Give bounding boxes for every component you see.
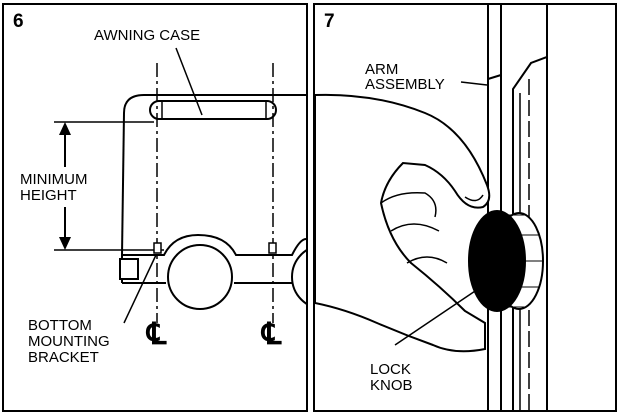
bottom-bracket-leader: [123, 254, 157, 324]
awning-case-label: AWNING CASE: [94, 27, 201, 44]
bottom-bracket-label-line1: BOTTOM: [28, 317, 92, 334]
bottom-bracket-label-line3: BRACKET: [28, 349, 99, 366]
lock-knob-leader: [394, 282, 488, 346]
rv-corner-block: [119, 258, 139, 280]
awning-height-diagram: [54, 47, 306, 324]
dimension-arrow-up: [59, 122, 71, 135]
hand: [315, 93, 491, 353]
rv-roof-outline: [123, 94, 306, 114]
arm-assembly-leader: [460, 81, 488, 86]
dimension-arrow-down: [59, 237, 71, 250]
minimum-height-label-line2: HEIGHT: [20, 187, 77, 204]
wheel: [167, 244, 233, 310]
centerline-symbol-right: ℄: [262, 318, 282, 351]
lock-knob-label-line1: LOCK: [370, 361, 411, 378]
arm-assembly-label-line2: ASSEMBLY: [365, 76, 445, 93]
step-number: 6: [13, 11, 24, 32]
finger-line: [390, 223, 440, 232]
finger-line: [406, 256, 448, 264]
minimum-height-label-line1: MINIMUM: [20, 171, 88, 188]
arm-channel-outer: [512, 55, 548, 410]
awning-case-leader: [175, 47, 203, 116]
step-number: 7: [324, 11, 335, 32]
lock-knob-label-line2: KNOB: [370, 377, 413, 394]
rv-lower-edge: [122, 233, 306, 256]
awning-case-tube: [149, 100, 277, 120]
lock-knob-diagram: [315, 5, 548, 410]
step-7-panel: 7 ARM ASSEMBLY LOCK KNOB: [313, 3, 617, 412]
finger-line: [380, 191, 437, 218]
arm-rail-top: [487, 74, 502, 80]
centerline-symbol-left: ℄: [147, 318, 167, 351]
arm-assembly-label-line1: ARM: [365, 61, 399, 78]
bottom-bracket-left: [153, 242, 162, 254]
step-6-panel: 6 AWNING CASE MINIMUM HEIGHT BOTTOM MOUN…: [2, 3, 308, 412]
bottom-bracket-right: [268, 242, 277, 254]
wheel: [291, 249, 306, 305]
bottom-bracket-label-line2: MOUNTING: [28, 333, 110, 350]
rv-wall-outline: [121, 112, 125, 256]
thumbnail: [464, 194, 484, 202]
